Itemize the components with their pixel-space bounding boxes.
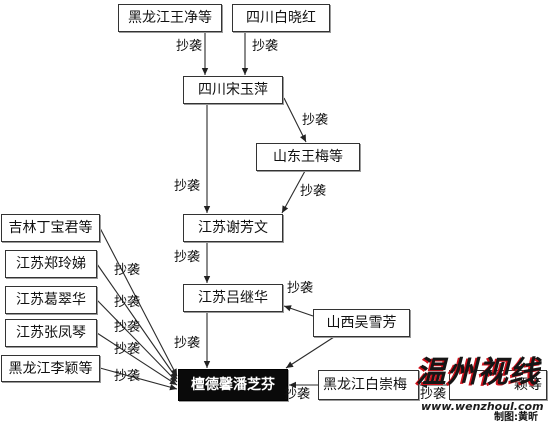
arrowhead bbox=[284, 305, 292, 312]
plagiarism-label: 抄袭 bbox=[114, 320, 141, 335]
node-jiangsu-zhang: 江苏张凤琴 bbox=[5, 319, 97, 347]
node-jilin-ding: 吉林丁宝君等 bbox=[1, 214, 100, 242]
arrowhead bbox=[201, 68, 209, 75]
node-jiangsu-ge: 江苏葛翠华 bbox=[5, 286, 97, 314]
node-sichuan-bai: 四川白晓红 bbox=[232, 4, 330, 32]
node-jiangsu-xie: 江苏谢芳文 bbox=[183, 214, 283, 242]
arrowhead bbox=[169, 378, 177, 385]
plagiarism-label: 抄袭 bbox=[420, 387, 447, 402]
arrowhead bbox=[170, 371, 177, 379]
watermark-url: www.wenzhoul.com bbox=[421, 400, 544, 413]
node-jiangsu-zheng: 江苏郑玲娣 bbox=[5, 250, 97, 278]
plagiarism-label: 抄袭 bbox=[287, 281, 314, 296]
plagiarism-label: 抄袭 bbox=[300, 184, 327, 199]
node-tan-pan-highlighted: 檀德馨潘芝芬 bbox=[178, 369, 288, 401]
arrow-line bbox=[99, 227, 178, 377]
arrowhead bbox=[300, 134, 306, 142]
arrowhead bbox=[203, 361, 211, 368]
node-heilongjiang-bai: 黑龙江白崇梅 bbox=[318, 370, 419, 400]
arrowhead bbox=[169, 384, 177, 391]
plagiarism-label: 抄袭 bbox=[114, 295, 141, 310]
plagiarism-label: 抄袭 bbox=[284, 387, 311, 402]
plagiarism-label: 抄袭 bbox=[302, 113, 329, 128]
arrowhead bbox=[203, 276, 211, 283]
watermark-logo: 温州视线 bbox=[416, 355, 540, 390]
plagiarism-label: 抄袭 bbox=[114, 263, 141, 278]
arrowhead bbox=[203, 206, 211, 213]
arrow-line bbox=[96, 263, 178, 380]
node-jiangsu-lv: 江苏吕继华 bbox=[183, 284, 283, 312]
arrow-line bbox=[283, 97, 307, 143]
plagiarism-label: 抄袭 bbox=[174, 250, 201, 265]
arrowhead bbox=[169, 374, 177, 382]
arrowhead bbox=[289, 381, 296, 389]
plagiarism-label: 抄袭 bbox=[174, 336, 201, 351]
plagiarism-label: 抄袭 bbox=[176, 39, 203, 54]
arrowhead bbox=[420, 381, 427, 389]
node-shandong-wang: 山东王梅等 bbox=[256, 143, 360, 171]
arrowhead bbox=[286, 361, 294, 368]
arrow-line bbox=[96, 299, 178, 383]
node-occluded-right: 颖等 bbox=[449, 370, 547, 400]
graphic-credit: 制图:黄昕 bbox=[494, 412, 538, 423]
arrow-line bbox=[281, 170, 306, 214]
node-heilongjiang-li: 黑龙江李颖等 bbox=[1, 355, 100, 382]
node-sichuan-song: 四川宋玉萍 bbox=[183, 76, 283, 104]
plagiarism-label: 抄袭 bbox=[114, 342, 141, 357]
arrow-line bbox=[99, 367, 178, 390]
node-heilongjiang-wang: 黑龙江王净等 bbox=[118, 4, 222, 32]
arrow-line bbox=[285, 336, 335, 369]
node-shanxi-wu: 山西吴雪芳 bbox=[313, 309, 410, 337]
arrow-line bbox=[96, 332, 178, 386]
plagiarism-label: 抄袭 bbox=[174, 179, 201, 194]
arrowhead bbox=[282, 205, 289, 213]
arrowhead bbox=[241, 68, 249, 75]
plagiarism-label: 抄袭 bbox=[114, 369, 141, 384]
plagiarism-label: 抄袭 bbox=[252, 39, 279, 54]
